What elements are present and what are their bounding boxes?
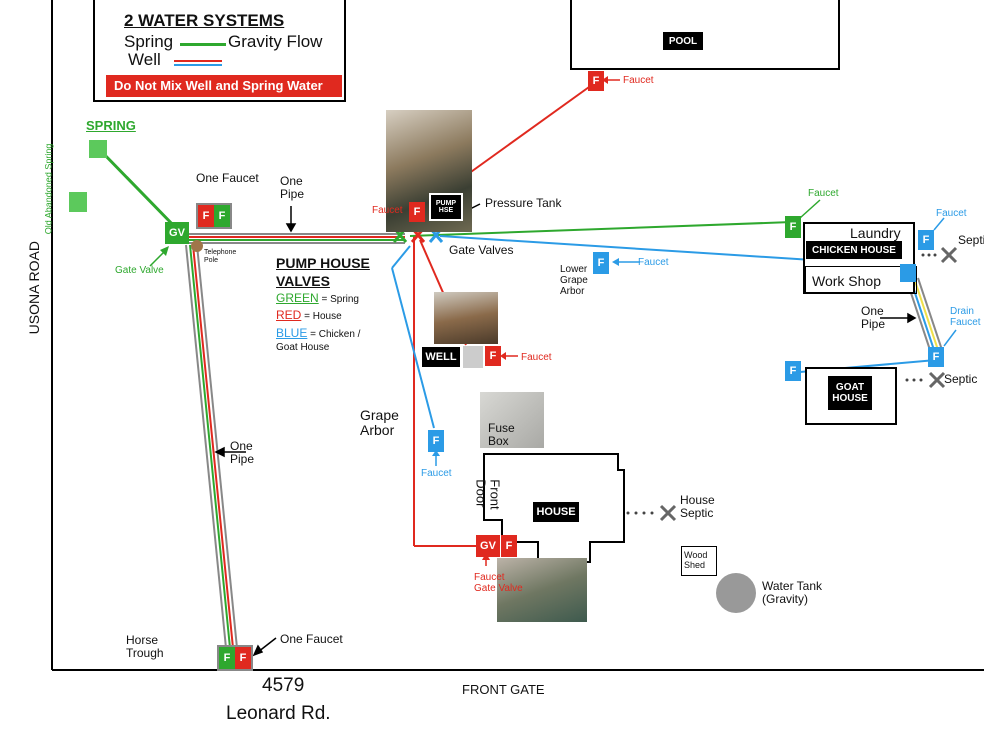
legend-title: 2 WATER SYSTEMS [124,11,285,30]
phv-blue-2: Goat House [276,342,330,353]
septic-x-1 [940,246,958,264]
one-pipe-left-label: One Pipe [230,439,255,467]
legend-well-label: Well [128,50,161,69]
top-faucet-red[interactable]: F [198,205,214,227]
address-number: 4579 [262,675,305,696]
top-faucet-green[interactable]: F [214,205,230,227]
one-faucet-top-label: One Faucet [196,171,259,185]
water-tank-circle [716,573,756,613]
grape-arbor-faucet[interactable]: F [428,430,444,452]
fuse-box-photo [480,392,544,448]
trough-faucet-red[interactable]: F [235,647,251,669]
color-arrows [149,76,957,566]
front-door-label: Front Door [473,479,503,510]
legend-warning [106,75,342,97]
pressure-tank-label: Pressure Tank [485,196,562,210]
spring-marker [89,140,107,158]
trough-pipe-gray [185,244,227,649]
front-gate-label: FRONT GATE [462,682,545,697]
work-shop-label: Work Shop [812,273,881,289]
goat-house-faucet[interactable]: F [785,361,801,381]
horse-trough-label: Horse Trough [126,633,164,661]
top-faucet-frame [196,203,232,229]
house-faucet-photo [497,558,587,622]
grape-arbor-label: Grape Arbor [360,407,399,439]
laundry-green-pipe [409,221,793,237]
house-label: HOUSE [533,502,579,522]
phv-title-1: PUMP HOUSE [276,255,370,271]
legend-well-line-red [174,60,222,62]
pump-hse-label: PUMP HSE [429,193,463,221]
pool-faucet[interactable]: F [588,71,604,91]
spring-pipe [98,148,180,232]
lower-grape-arbor-label: Lower Grape Arbor [560,264,588,297]
well-faucet[interactable]: F [485,346,501,366]
house-faucet[interactable]: F [501,535,517,557]
septic-1-label: Septic [958,233,984,247]
well-label: WELL [422,347,460,367]
pool-label: POOL [663,32,703,50]
one-faucet-bottom-label: One Faucet [280,632,343,646]
water-tank-label: Water Tank (Gravity) [762,579,823,607]
grape-faucet-label: Faucet [421,468,452,479]
chicken-connector [900,264,916,282]
phv-title-2: VALVES [276,273,330,289]
trough-pipe-green [189,244,231,649]
trough-pipe-gray2 [196,244,238,649]
lower-grape-faucet[interactable]: F [593,252,609,274]
phv-blue: BLUE = Chicken / [276,326,361,340]
pool-outline [570,0,840,70]
address-street: Leonard Rd. [226,703,331,724]
old-spring-label: Old Abandoned Spring [43,143,54,235]
workshop-outline [805,266,917,294]
one-pipe-top-label: One Pipe [280,174,305,202]
drain-faucet[interactable]: F [928,347,944,367]
laundry-green-faucet-label: Faucet [808,188,839,199]
laundry-blue-faucet[interactable]: F [918,230,934,250]
house-septic-label: House Septic [680,493,715,521]
fuse-box-label: Fuse Box [488,421,515,449]
drain-faucet-label: Drain Faucet [950,306,981,328]
laundry-faucet-label: Faucet [936,208,967,219]
gv-main-valve[interactable]: GV [165,222,189,244]
trough-faucet-frame [217,645,253,671]
well-photo [434,292,498,344]
pool-faucet-label: Faucet [623,75,654,86]
septic-x-house [659,504,677,522]
gate-valve-label: Gate Valve [115,265,164,276]
phv-red: RED = House [276,308,342,322]
legend-spring-label: Spring [124,32,174,51]
spring-label: SPRING [86,118,136,133]
legend-well-line-blue [174,64,222,66]
well-cap [463,346,483,368]
septic-dots [626,253,937,515]
chicken-house-label: CHICKEN HOUSE [806,241,902,259]
phv-green: GREEN = Spring [276,291,359,305]
old-spring-marker [69,192,87,212]
septic-2-label: Septic [944,372,978,386]
trough-pipe-red [192,244,234,649]
pump-faucet[interactable]: F [409,202,425,222]
house-gv[interactable]: GV [476,535,500,557]
legend-spring-line [180,43,226,46]
lower-faucet-label: Faucet [638,257,669,268]
telephone-pole-label: Telephone Pole [204,249,237,264]
telephone-pole-marker [191,240,203,252]
wood-shed-label: Wood Shed [684,550,708,570]
usona-road-label: USONA ROAD [25,241,42,335]
wood-shed-box [681,546,717,576]
gate-valves-label: Gate Valves [449,243,514,257]
pump-faucet-label: Faucet [372,205,403,216]
legend-gravity-label: Gravity Flow [228,32,323,51]
one-pipe-right-label: One Pipe [861,304,886,332]
grape-blue-pipe [391,267,435,429]
faucet-gate-valve-label: Faucet Gate Valve [474,572,523,594]
trough-faucet-green[interactable]: F [219,647,235,669]
laundry-green-faucet[interactable]: F [785,216,801,238]
well-faucet-label: Faucet [521,352,552,363]
goat-house-label: GOAT HOUSE [828,376,872,410]
laundry-label: Laundry [850,225,901,241]
legend-warning-text: Do Not Mix Well and Spring Water [114,78,323,93]
septic-x-2 [928,371,946,389]
